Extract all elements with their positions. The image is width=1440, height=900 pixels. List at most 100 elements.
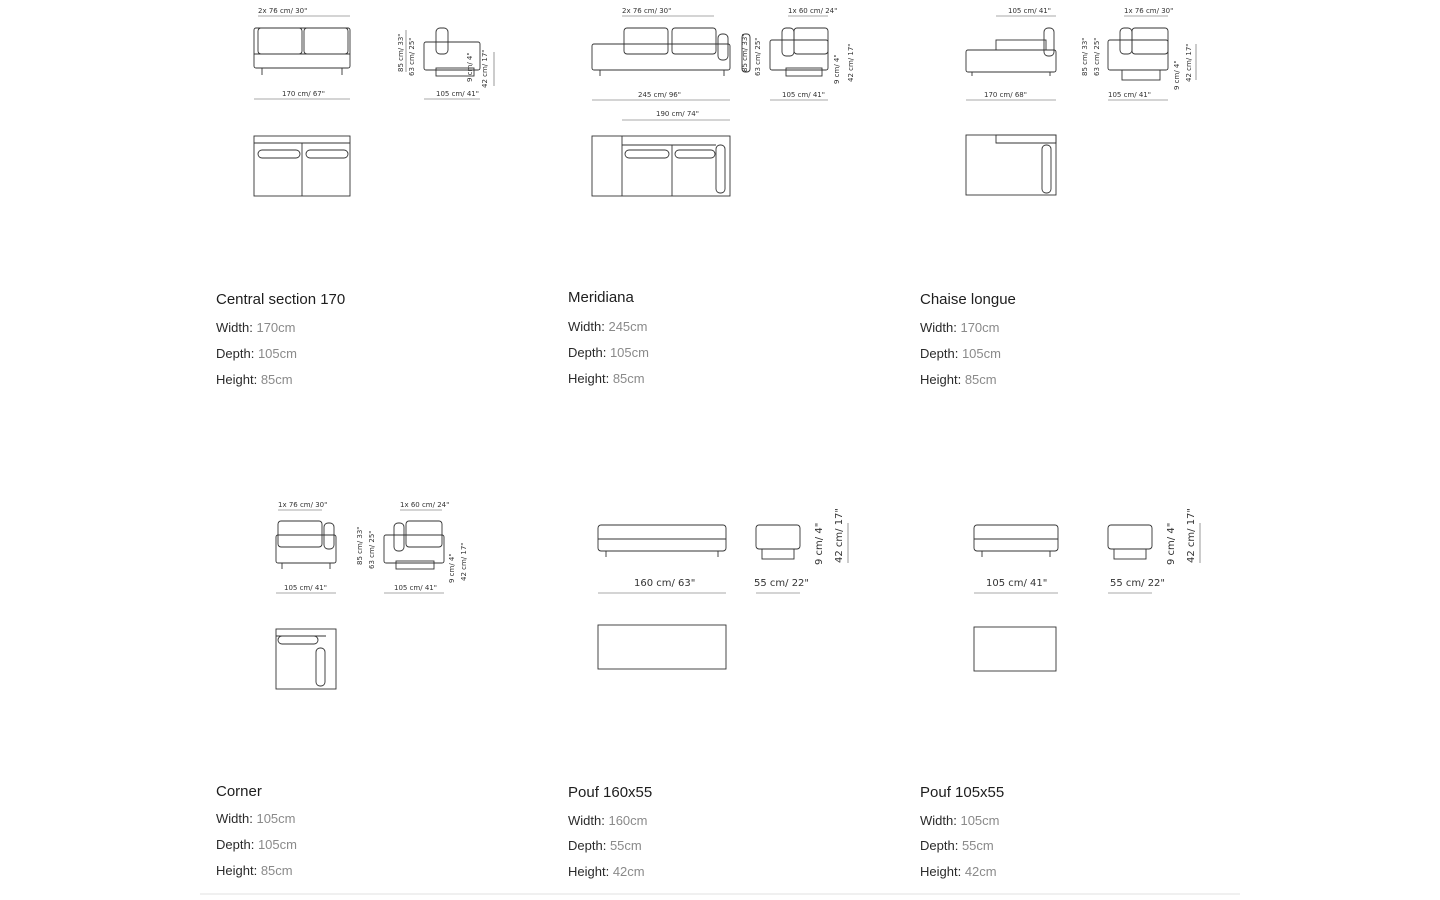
dim-label: 1x 60 cm/ 24" bbox=[400, 501, 449, 509]
dim-label: 9 cm/ 4" bbox=[814, 523, 825, 565]
spec-label: Height: bbox=[920, 864, 962, 879]
spec-height: Height: 85cm bbox=[216, 372, 293, 387]
spec-label: Width: bbox=[920, 813, 957, 828]
dim-label: 105 cm/ 41" bbox=[1008, 7, 1051, 15]
spec-width: Width: 245cm bbox=[568, 319, 648, 334]
spec-height: Height: 85cm bbox=[568, 371, 645, 386]
spec-depth: Depth: 55cm bbox=[568, 838, 642, 853]
footer-divider bbox=[200, 893, 1240, 895]
spec-label: Depth: bbox=[920, 838, 959, 853]
drawing-svg: 105 cm/ 41" 9 cm/ 4" 42 cm/ 17" 55 cm/ 2… bbox=[973, 508, 1201, 672]
spec-value: 245cm bbox=[608, 319, 648, 334]
product-title: Corner bbox=[216, 783, 262, 800]
technical-drawing: 2x 76 cm/ 30" 245 cm/ 96" 85 cm/ 33" 63 … bbox=[588, 0, 888, 210]
spec-label: Height: bbox=[216, 372, 258, 387]
spec-value: 55cm bbox=[961, 838, 994, 853]
dim-label: 1x 76 cm/ 30" bbox=[278, 501, 327, 509]
product-card-pouf-160x55: 160 cm/ 63" 9 cm/ 4" 42 cm/ 17" 55 cm/ 2… bbox=[568, 493, 908, 883]
technical-drawing: 1x 76 cm/ 30" 105 cm/ 41" 85 cm/ 33" 63 … bbox=[266, 493, 526, 703]
product-title: Chaise longue bbox=[920, 291, 1016, 308]
spec-label: Depth: bbox=[216, 346, 255, 361]
drawing-svg: 2x 76 cm/ 30" 245 cm/ 96" 85 cm/ 33" 63 … bbox=[591, 7, 855, 197]
drawing-svg: 1x 76 cm/ 30" 105 cm/ 41" 85 cm/ 33" 63 … bbox=[275, 501, 468, 690]
dim-label: 85 cm/ 33" bbox=[397, 33, 405, 72]
dim-label: 9 cm/ 4" bbox=[1173, 60, 1181, 90]
drawing-svg: 105 cm/ 41" 170 cm/ 68" 85 cm/ 33" 63 cm… bbox=[965, 7, 1197, 196]
spec-label: Height: bbox=[568, 864, 610, 879]
spec-width: Width: 170cm bbox=[216, 320, 296, 335]
dim-label: 105 cm/ 41" bbox=[284, 584, 327, 592]
dim-label: 190 cm/ 74" bbox=[656, 110, 699, 118]
drawing-svg: 160 cm/ 63" 9 cm/ 4" 42 cm/ 17" 55 cm/ 2… bbox=[597, 508, 849, 670]
dim-label: 2x 76 cm/ 30" bbox=[622, 7, 671, 15]
spec-value: 170cm bbox=[960, 320, 1000, 335]
spec-value: 105cm bbox=[257, 837, 297, 852]
drawing-svg: 2x 76 cm/ 30" 170 cm/ 67" 85 cm/ 33" 63 … bbox=[253, 7, 495, 197]
spec-depth: Depth: 55cm bbox=[920, 838, 994, 853]
dim-label: 55 cm/ 22" bbox=[1110, 578, 1165, 589]
spec-value: 105cm bbox=[257, 346, 297, 361]
dim-label: 42 cm/ 17" bbox=[1186, 508, 1197, 563]
dim-label: 42 cm/ 17" bbox=[1185, 43, 1193, 82]
spec-value: 85cm bbox=[964, 372, 997, 387]
dim-label: 85 cm/ 33" bbox=[1081, 37, 1089, 76]
dim-label: 9 cm/ 4" bbox=[448, 553, 456, 583]
spec-label: Depth: bbox=[920, 346, 959, 361]
spec-depth: Depth: 105cm bbox=[568, 345, 649, 360]
spec-label: Width: bbox=[216, 811, 253, 826]
product-title: Pouf 160x55 bbox=[568, 784, 653, 801]
spec-value: 85cm bbox=[260, 372, 293, 387]
technical-drawing: 2x 76 cm/ 30" 170 cm/ 67" 85 cm/ 33" 63 … bbox=[236, 0, 536, 210]
product-title: Pouf 105x55 bbox=[920, 784, 1005, 801]
dim-label: 63 cm/ 25" bbox=[368, 530, 376, 569]
spec-value: 85cm bbox=[260, 863, 293, 878]
dim-label: 42 cm/ 17" bbox=[847, 43, 855, 82]
dim-label: 105 cm/ 41" bbox=[394, 584, 437, 592]
dim-label: 85 cm/ 33" bbox=[741, 33, 749, 72]
dim-label: 63 cm/ 25" bbox=[754, 37, 762, 76]
spec-width: Width: 170cm bbox=[920, 320, 1000, 335]
spec-width: Width: 160cm bbox=[568, 813, 648, 828]
product-title: Central section 170 bbox=[216, 291, 346, 308]
dim-label: 105 cm/ 41" bbox=[986, 578, 1047, 589]
spec-label: Height: bbox=[216, 863, 258, 878]
dim-label: 42 cm/ 17" bbox=[834, 508, 845, 563]
spec-value: 105cm bbox=[960, 813, 1000, 828]
spec-value: 160cm bbox=[608, 813, 648, 828]
spec-label: Height: bbox=[568, 371, 610, 386]
spec-height: Height: 42cm bbox=[568, 864, 645, 879]
spec-label: Height: bbox=[920, 372, 962, 387]
dim-label: 105 cm/ 41" bbox=[1108, 91, 1151, 99]
dim-label: 170 cm/ 68" bbox=[984, 91, 1027, 99]
spec-height: Height: 85cm bbox=[920, 372, 997, 387]
dim-label: 105 cm/ 41" bbox=[782, 91, 825, 99]
spec-label: Width: bbox=[920, 320, 957, 335]
spec-depth: Depth: 105cm bbox=[216, 837, 297, 852]
spec-label: Depth: bbox=[568, 838, 607, 853]
product-title: Meridiana bbox=[568, 289, 634, 306]
dim-label: 63 cm/ 25" bbox=[408, 37, 416, 76]
spec-value: 105cm bbox=[256, 811, 296, 826]
spec-label: Width: bbox=[216, 320, 253, 335]
dim-label: 9 cm/ 4" bbox=[833, 54, 841, 84]
spec-value: 42cm bbox=[964, 864, 997, 879]
product-card-pouf-105x55: 105 cm/ 41" 9 cm/ 4" 42 cm/ 17" 55 cm/ 2… bbox=[920, 493, 1260, 883]
spec-label: Width: bbox=[568, 813, 605, 828]
spec-width: Width: 105cm bbox=[920, 813, 1000, 828]
spec-depth: Depth: 105cm bbox=[216, 346, 297, 361]
dim-label: 160 cm/ 63" bbox=[634, 578, 695, 589]
product-card-meridiana: 2x 76 cm/ 30" 245 cm/ 96" 85 cm/ 33" 63 … bbox=[568, 0, 908, 400]
technical-drawing: 160 cm/ 63" 9 cm/ 4" 42 cm/ 17" 55 cm/ 2… bbox=[596, 493, 896, 703]
dim-label: 1x 60 cm/ 24" bbox=[788, 7, 837, 15]
dim-label: 105 cm/ 41" bbox=[436, 90, 479, 98]
product-card-corner: 1x 76 cm/ 30" 105 cm/ 41" 85 cm/ 33" 63 … bbox=[216, 493, 556, 883]
dim-label: 42 cm/ 17" bbox=[460, 542, 468, 581]
spec-value: 105cm bbox=[609, 345, 649, 360]
spec-label: Depth: bbox=[216, 837, 255, 852]
product-card-chaise-longue: 105 cm/ 41" 170 cm/ 68" 85 cm/ 33" 63 cm… bbox=[920, 0, 1260, 400]
spec-value: 42cm bbox=[612, 864, 645, 879]
dim-label: 2x 76 cm/ 30" bbox=[258, 7, 307, 15]
spec-value: 85cm bbox=[612, 371, 645, 386]
spec-height: Height: 85cm bbox=[216, 863, 293, 878]
spec-label: Width: bbox=[568, 319, 605, 334]
